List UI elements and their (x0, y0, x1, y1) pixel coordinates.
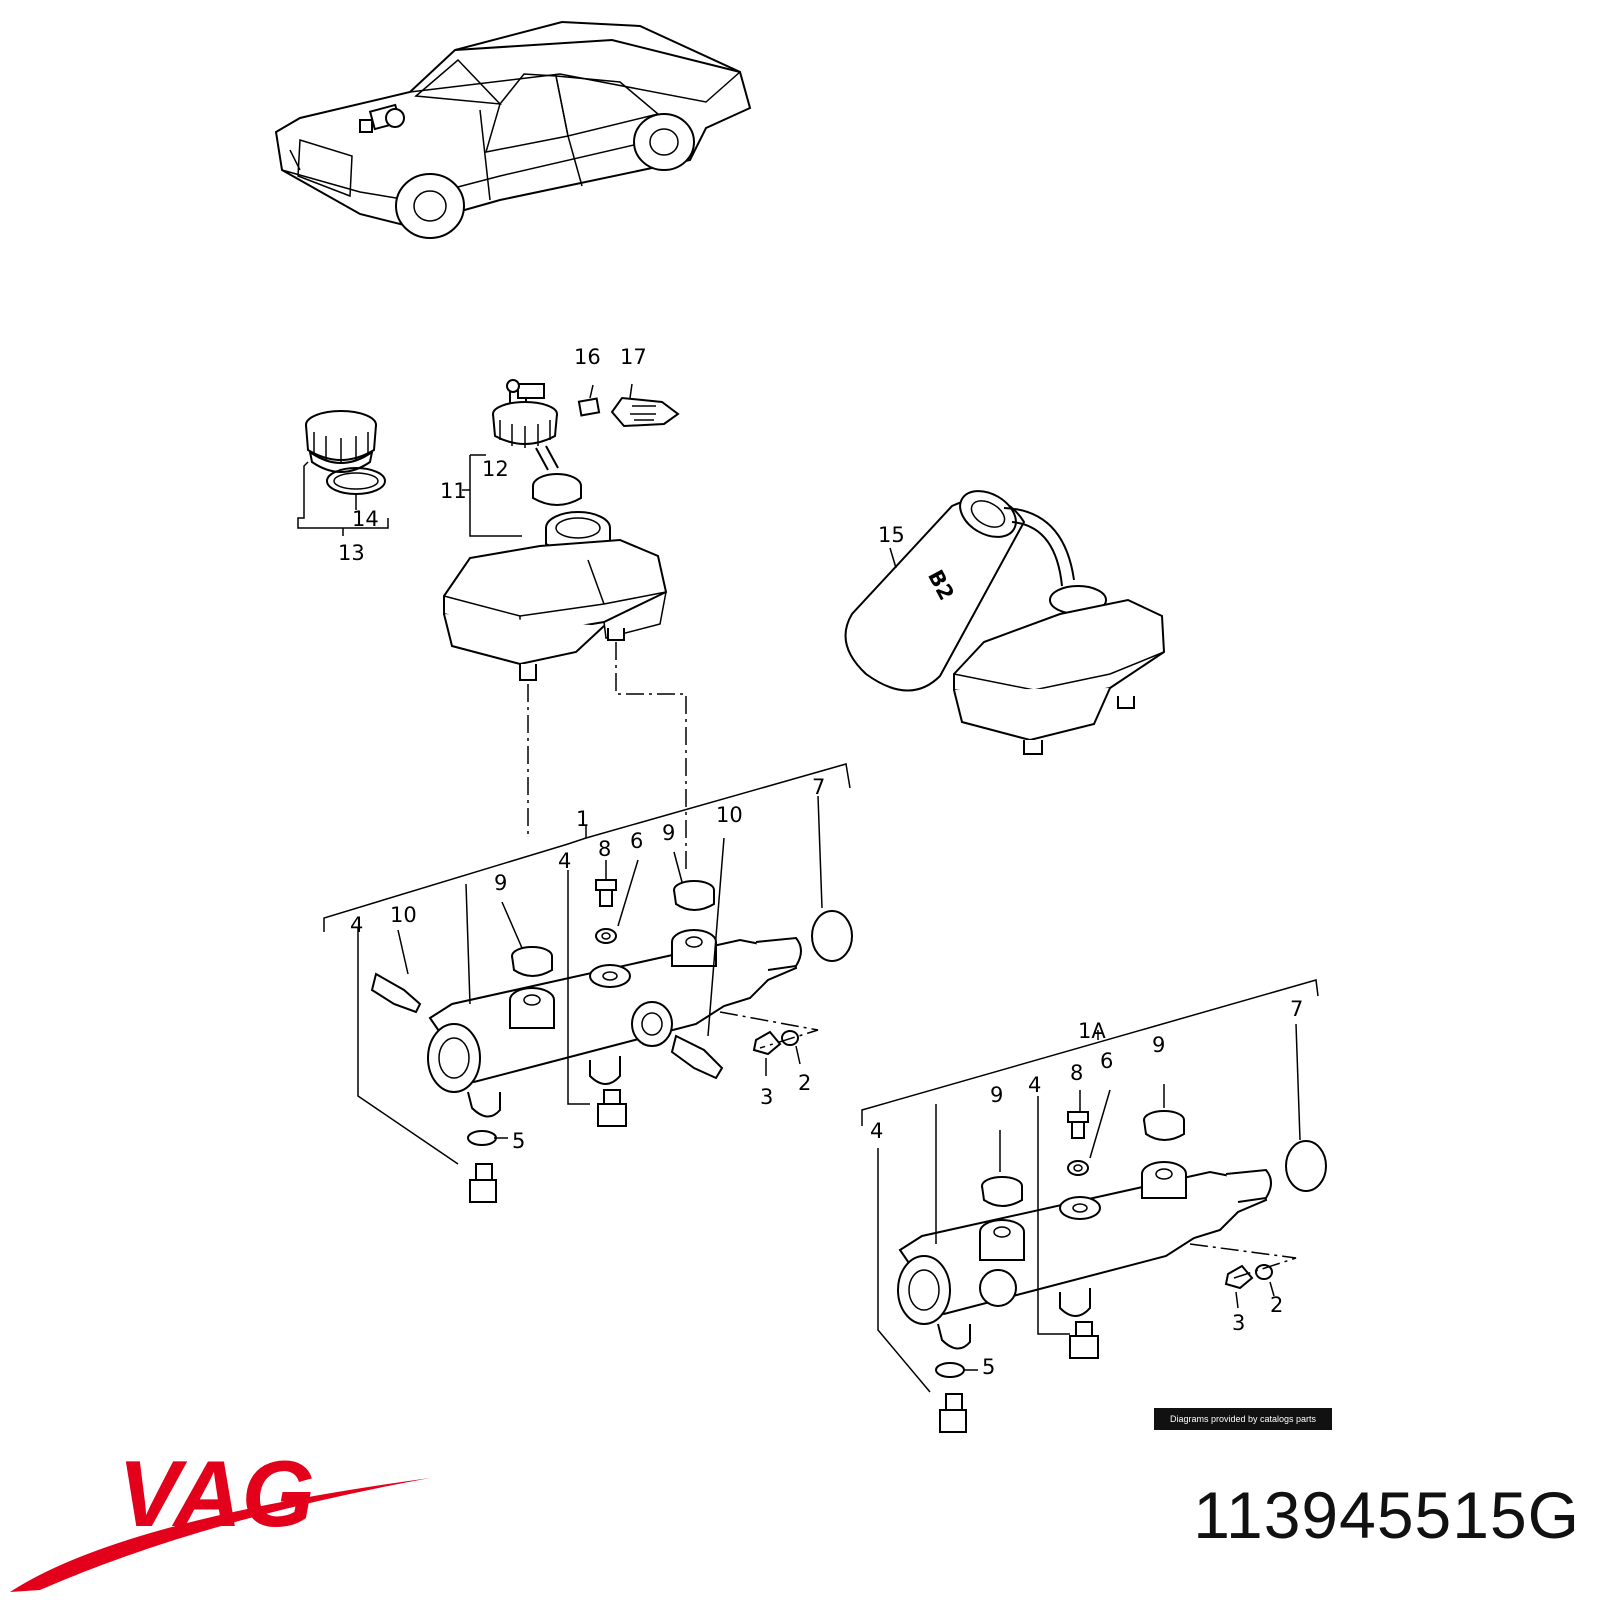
callout-4: 4 (1028, 1073, 1041, 1097)
callout-6: 6 (630, 829, 643, 853)
callout-5: 5 (982, 1355, 995, 1379)
callout-3: 3 (760, 1085, 773, 1109)
level-sensor-cap-assembly (462, 379, 680, 537)
callout-9: 9 (494, 871, 507, 895)
callout-1a: 1A (1078, 1019, 1106, 1043)
callout-9: 9 (1152, 1033, 1165, 1057)
callout-labels: 16 17 12 11 14 13 15 1 7 10 9 6 8 4 9 10… (338, 345, 1303, 1379)
callout-2: 2 (1270, 1293, 1283, 1317)
part-number: 113945515G (1193, 1478, 1580, 1552)
callout-14: 14 (352, 507, 379, 531)
callout-13: 13 (338, 541, 365, 565)
callout-15: 15 (878, 523, 905, 547)
brake-fluid-bottle-and-reservoir: B2 (844, 490, 1166, 755)
callout-10: 10 (390, 903, 417, 927)
callout-2: 2 (798, 1071, 811, 1095)
brand-name: VAG (118, 1441, 315, 1546)
vag-logo: VAG (10, 1441, 430, 1592)
brake-fluid-reservoir (443, 511, 687, 872)
callout-4: 4 (350, 913, 363, 937)
callout-9: 9 (990, 1083, 1003, 1107)
callout-4: 4 (558, 849, 571, 873)
callout-12: 12 (482, 457, 509, 481)
filler-cap-assembly (297, 410, 389, 536)
callout-8: 8 (598, 837, 611, 861)
callout-8: 8 (1070, 1061, 1083, 1085)
callout-5: 5 (512, 1129, 525, 1153)
callout-10: 10 (716, 803, 743, 827)
credit-badge: Diagrams provided by catalogs parts (1154, 1408, 1332, 1430)
callout-3: 3 (1232, 1311, 1245, 1335)
callout-6: 6 (1100, 1049, 1113, 1073)
callout-9: 9 (662, 821, 675, 845)
master-cylinder-1a (861, 979, 1327, 1433)
car-illustration (274, 20, 752, 239)
callout-7: 7 (812, 775, 825, 799)
callout-11: 11 (440, 479, 467, 503)
callout-1: 1 (576, 807, 589, 831)
callout-16: 16 (574, 345, 601, 369)
callout-17: 17 (620, 345, 647, 369)
callout-7: 7 (1290, 997, 1303, 1021)
callout-4: 4 (870, 1119, 883, 1143)
master-cylinder-1 (323, 763, 853, 1203)
